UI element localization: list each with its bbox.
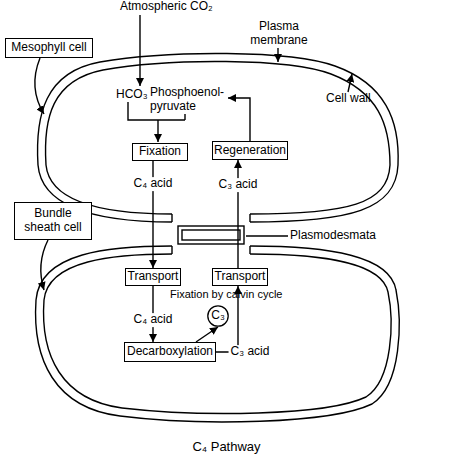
process-box: Transport xyxy=(212,268,268,286)
process-box: Transport xyxy=(125,268,181,286)
regeneration-arrow xyxy=(228,98,250,141)
node-text: Transport xyxy=(128,270,179,284)
node-text: Regeneration xyxy=(214,144,286,158)
fixation-input-arrow xyxy=(157,120,158,142)
node-text: Decarboxylation xyxy=(127,345,213,359)
compound-label: HCO₃ xyxy=(116,88,148,102)
process-box: Regeneration xyxy=(212,141,288,160)
compound-circle: C₃ xyxy=(207,305,229,327)
node-text: Mesophyll cell xyxy=(11,41,86,55)
bundle-sheath-cell-wall xyxy=(36,246,400,422)
bundle-sheath-plasma-membrane xyxy=(44,254,391,413)
part-label: Cell wall xyxy=(326,92,371,106)
cell-wall-pointer xyxy=(348,74,352,92)
compound-label: C₃ acid xyxy=(229,345,272,359)
compound-label: Phosphoenol- pyruvate xyxy=(150,86,228,114)
node-text: Fixation xyxy=(139,145,181,159)
node-text: Bundle sheath cell xyxy=(15,207,91,235)
compound-label: C₄ acid xyxy=(132,313,175,327)
compound-label: C₄ acid xyxy=(132,177,175,191)
plasmodesmata-inner xyxy=(182,230,240,240)
node-text: Transport xyxy=(215,270,266,284)
cell-junction xyxy=(172,214,250,254)
flow-arrow xyxy=(196,327,218,342)
process-box: Fixation xyxy=(132,143,188,161)
compound-label: C₃ acid xyxy=(217,178,260,192)
bundle-sheath-pointer xyxy=(41,240,48,290)
process-label: Fixation by calvin cycle xyxy=(170,288,283,301)
diagram-caption: C₄ Pathway xyxy=(0,440,453,455)
mesophyll-pointer xyxy=(35,58,44,114)
gas-label: Atmospheric CO₂ xyxy=(120,0,213,14)
cell-name-box: Mesophyll cell xyxy=(5,38,93,58)
mesophyll-plasma-membrane xyxy=(45,61,390,214)
circle-outline xyxy=(208,306,228,326)
part-label: Plasma membrane xyxy=(248,20,310,48)
mesophyll-cell-wall xyxy=(38,53,399,222)
cell-name-box: Bundle sheath cell xyxy=(14,202,92,240)
plasmodesmata-leader xyxy=(246,235,288,236)
membrane-pointer xyxy=(277,48,278,62)
part-label: Plasmodesmata xyxy=(290,229,376,243)
process-box: Decarboxylation xyxy=(124,342,216,362)
node-text: C₃ xyxy=(211,309,225,323)
co2-arrow xyxy=(139,15,140,86)
flow-arrow xyxy=(237,160,238,268)
plasmodesmata-outer xyxy=(178,226,244,244)
